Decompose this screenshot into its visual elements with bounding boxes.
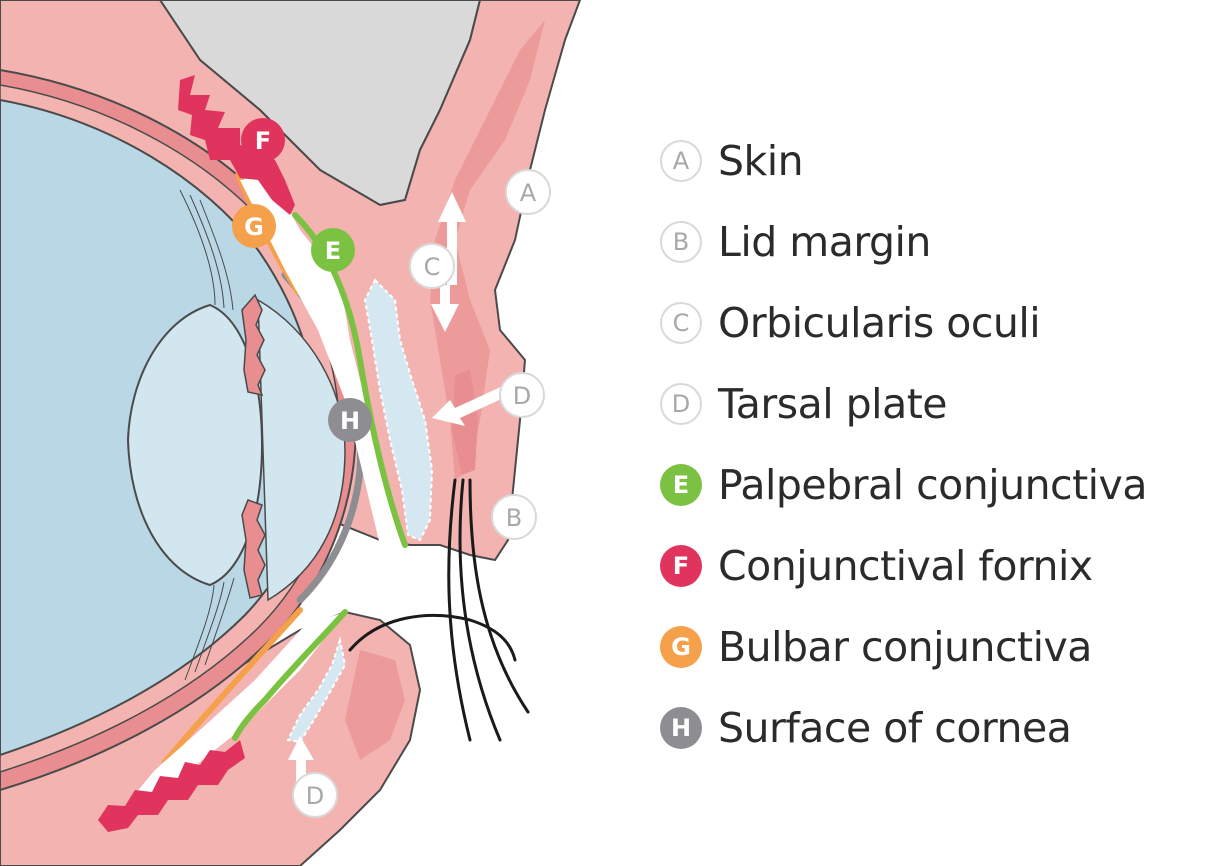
legend-item-surface-of-cornea: H Surface of cornea: [660, 687, 1147, 768]
svg-text:E: E: [325, 237, 341, 265]
svg-text:D: D: [513, 382, 531, 410]
legend-item-palpebral-conjunctiva: E Palpebral conjunctiva: [660, 444, 1147, 525]
marker-a: A: [506, 170, 550, 214]
legend-label-skin: Skin: [718, 137, 803, 185]
legend-label-palpebral-conjunctiva: Palpebral conjunctiva: [718, 461, 1147, 509]
marker-b: B: [492, 495, 536, 539]
legend-item-skin: A Skin: [660, 120, 1147, 201]
svg-text:C: C: [424, 253, 441, 281]
eyelid-anatomy-diagram: A B C D D E F G H: [0, 0, 600, 866]
marker-g: G: [232, 204, 276, 248]
legend-item-orbicularis-oculi: C Orbicularis oculi: [660, 282, 1147, 363]
svg-text:F: F: [255, 127, 271, 155]
legend-label-tarsal-plate: Tarsal plate: [718, 380, 947, 428]
legend-badge-e: E: [660, 464, 702, 506]
legend-label-lid-margin: Lid margin: [718, 218, 931, 266]
legend-badge-b: B: [660, 221, 702, 263]
legend-label-conjunctival-fornix: Conjunctival fornix: [718, 542, 1093, 590]
svg-text:A: A: [520, 179, 537, 207]
marker-d-lower: D: [293, 773, 337, 817]
legend-label-surface-of-cornea: Surface of cornea: [718, 704, 1071, 752]
legend-label-orbicularis-oculi: Orbicularis oculi: [718, 299, 1040, 347]
marker-c: C: [410, 244, 454, 288]
marker-h: H: [328, 398, 372, 442]
marker-f: F: [241, 118, 285, 162]
svg-text:B: B: [506, 504, 522, 532]
legend-badge-c: C: [660, 302, 702, 344]
legend: A Skin B Lid margin C Orbicularis oculi …: [660, 120, 1147, 768]
marker-e: E: [311, 228, 355, 272]
legend-badge-f: F: [660, 545, 702, 587]
svg-text:D: D: [306, 782, 324, 810]
legend-label-bulbar-conjunctiva: Bulbar conjunctiva: [718, 623, 1092, 671]
legend-item-lid-margin: B Lid margin: [660, 201, 1147, 282]
legend-badge-a: A: [660, 140, 702, 182]
marker-d-upper: D: [500, 373, 544, 417]
legend-badge-g: G: [660, 626, 702, 668]
legend-badge-d: D: [660, 383, 702, 425]
legend-badge-h: H: [660, 707, 702, 749]
legend-item-bulbar-conjunctiva: G Bulbar conjunctiva: [660, 606, 1147, 687]
legend-item-conjunctival-fornix: F Conjunctival fornix: [660, 525, 1147, 606]
svg-text:G: G: [244, 213, 264, 241]
svg-text:H: H: [340, 407, 360, 435]
legend-item-tarsal-plate: D Tarsal plate: [660, 363, 1147, 444]
